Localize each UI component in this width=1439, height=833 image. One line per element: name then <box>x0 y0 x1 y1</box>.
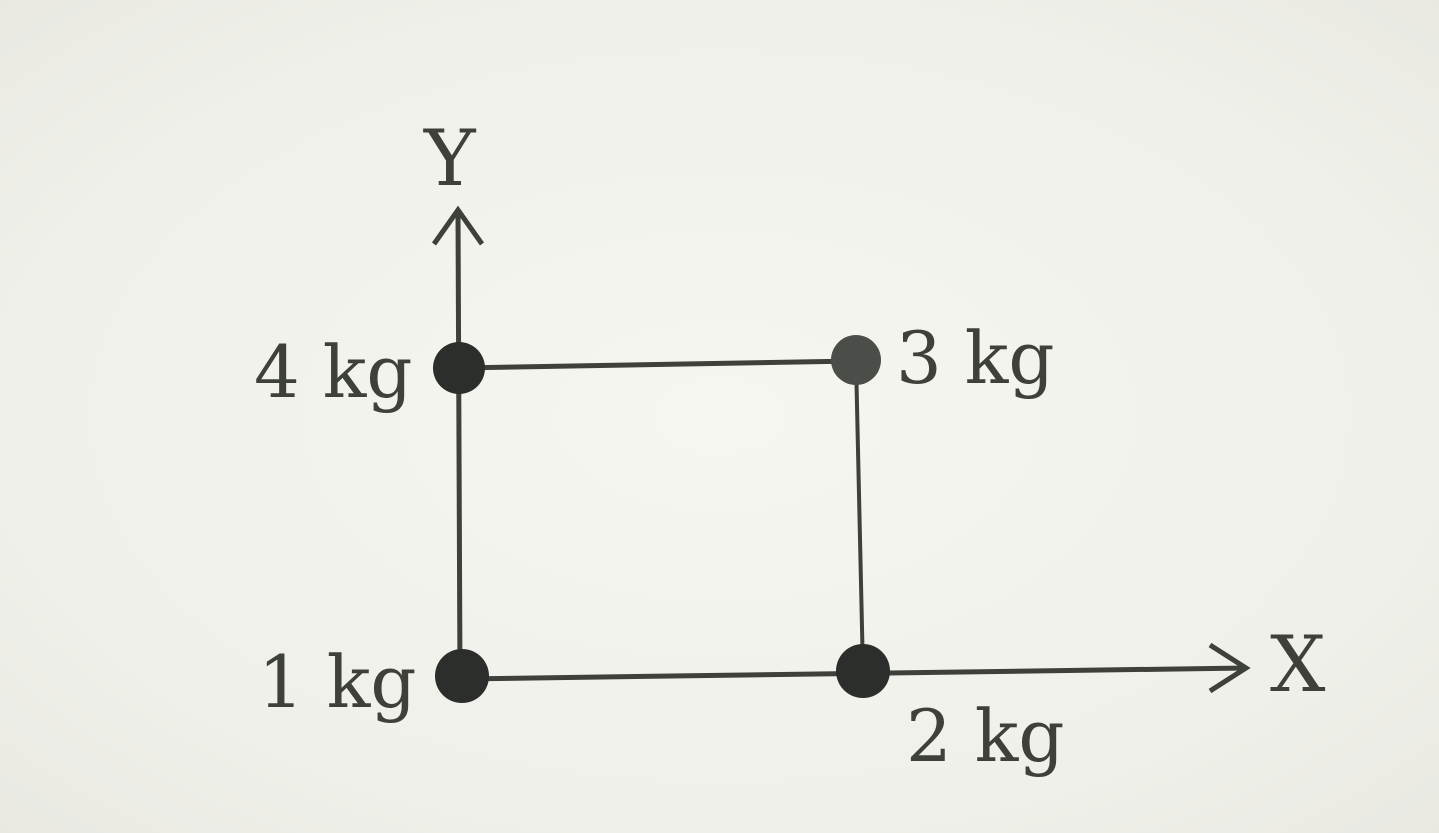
y-axis-label: Y <box>424 114 476 204</box>
mass-label-x-corner: 2 kg <box>906 694 1065 778</box>
mass-label-far-corner: 3 kg <box>896 316 1055 400</box>
x-axis-arrowhead <box>1208 642 1251 694</box>
mass-label-origin: 1 kg <box>258 640 417 724</box>
x-axis-label: X <box>1270 620 1326 710</box>
mass-dot-x-corner <box>836 644 890 698</box>
y-axis-line <box>455 211 463 681</box>
square-right-side <box>854 360 865 673</box>
mass-label-y-corner: 4 kg <box>254 330 413 414</box>
mass-dot-origin <box>435 649 489 703</box>
square-top-side <box>457 358 857 371</box>
y-axis-arrowhead <box>431 205 485 246</box>
mass-dot-y-corner <box>433 342 485 394</box>
mass-dot-far-corner <box>831 335 881 385</box>
